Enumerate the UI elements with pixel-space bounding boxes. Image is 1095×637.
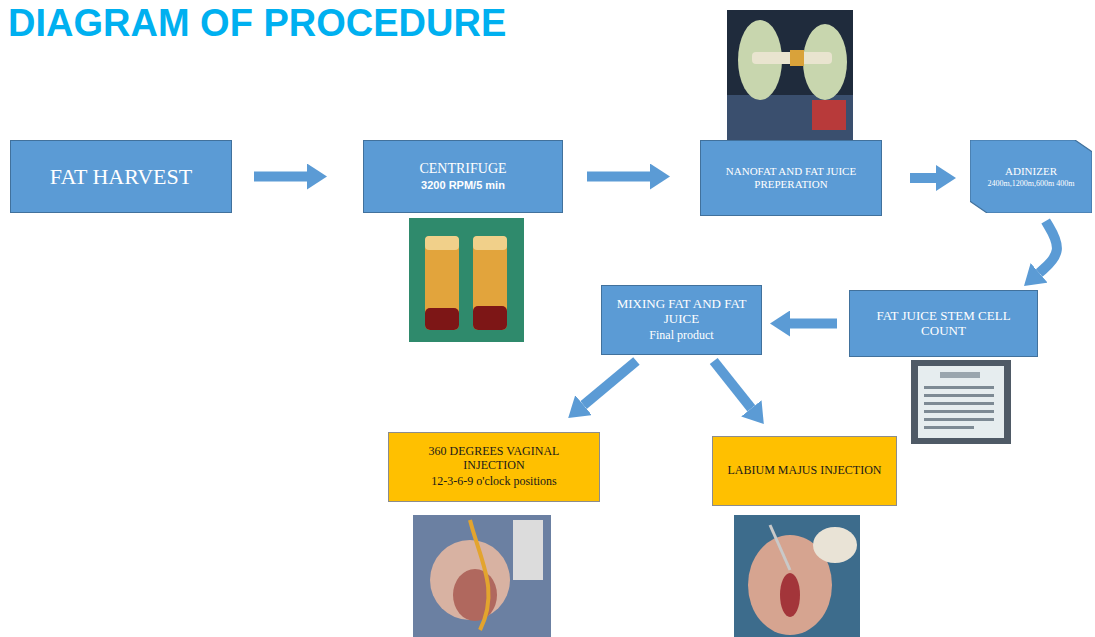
labium-injection-photo <box>734 515 860 637</box>
process-box: FAT HARVEST <box>10 140 232 213</box>
box-label: MIXING FAT AND FAT JUICE <box>610 297 753 327</box>
flow-arrow <box>254 172 307 182</box>
flow-arrow <box>584 361 637 405</box>
box-label: CENTRIFUGE <box>419 161 506 177</box>
box-label: LABIUM MAJUS INJECTION <box>727 464 881 478</box>
page-title: DIAGRAM OF PROCEDURE <box>8 4 506 42</box>
process-box: MIXING FAT AND FAT JUICE Final product <box>601 285 762 355</box>
box-subtext: 12-3-6-9 o'clock positions <box>431 475 556 489</box>
process-box: ADINIZER2400m,1200m,600m 400m <box>970 140 1092 213</box>
box-label: ADINIZER <box>1005 165 1057 178</box>
flow-arrow <box>790 319 837 329</box>
process-box: NANOFAT AND FAT JUICE PREPERATION <box>700 140 882 216</box>
syringe-photo <box>727 10 853 140</box>
tubes-photo <box>409 218 524 342</box>
box-label: 360 DEGREES VAGINAL INJECTION <box>397 445 591 473</box>
result-box: LABIUM MAJUS INJECTION <box>712 436 897 506</box>
flow-arrow <box>587 172 650 182</box>
box-subtext: Final product <box>649 329 713 343</box>
vaginal-injection-photo <box>413 515 551 637</box>
result-box: 360 DEGREES VAGINAL INJECTION 12-3-6-9 o'… <box>388 432 600 502</box>
box-subtext: 3200 RPM/5 min <box>421 179 505 192</box>
flow-arrow <box>910 173 936 183</box>
process-box: CENTRIFUGE 3200 RPM/5 min <box>363 140 563 213</box>
process-box: FAT JUICE STEM CELL COUNT <box>849 290 1038 357</box>
box-label: NANOFAT AND FAT JUICE PREPERATION <box>709 165 873 190</box>
flow-arrow <box>1039 221 1057 273</box>
box-label: FAT HARVEST <box>50 164 192 189</box>
box-label: FAT JUICE STEM CELL COUNT <box>858 309 1029 339</box>
flow-arrow <box>714 361 752 408</box>
box-subtext: 2400m,1200m,600m 400m <box>988 179 1075 188</box>
counter-screen-photo <box>911 360 1011 444</box>
